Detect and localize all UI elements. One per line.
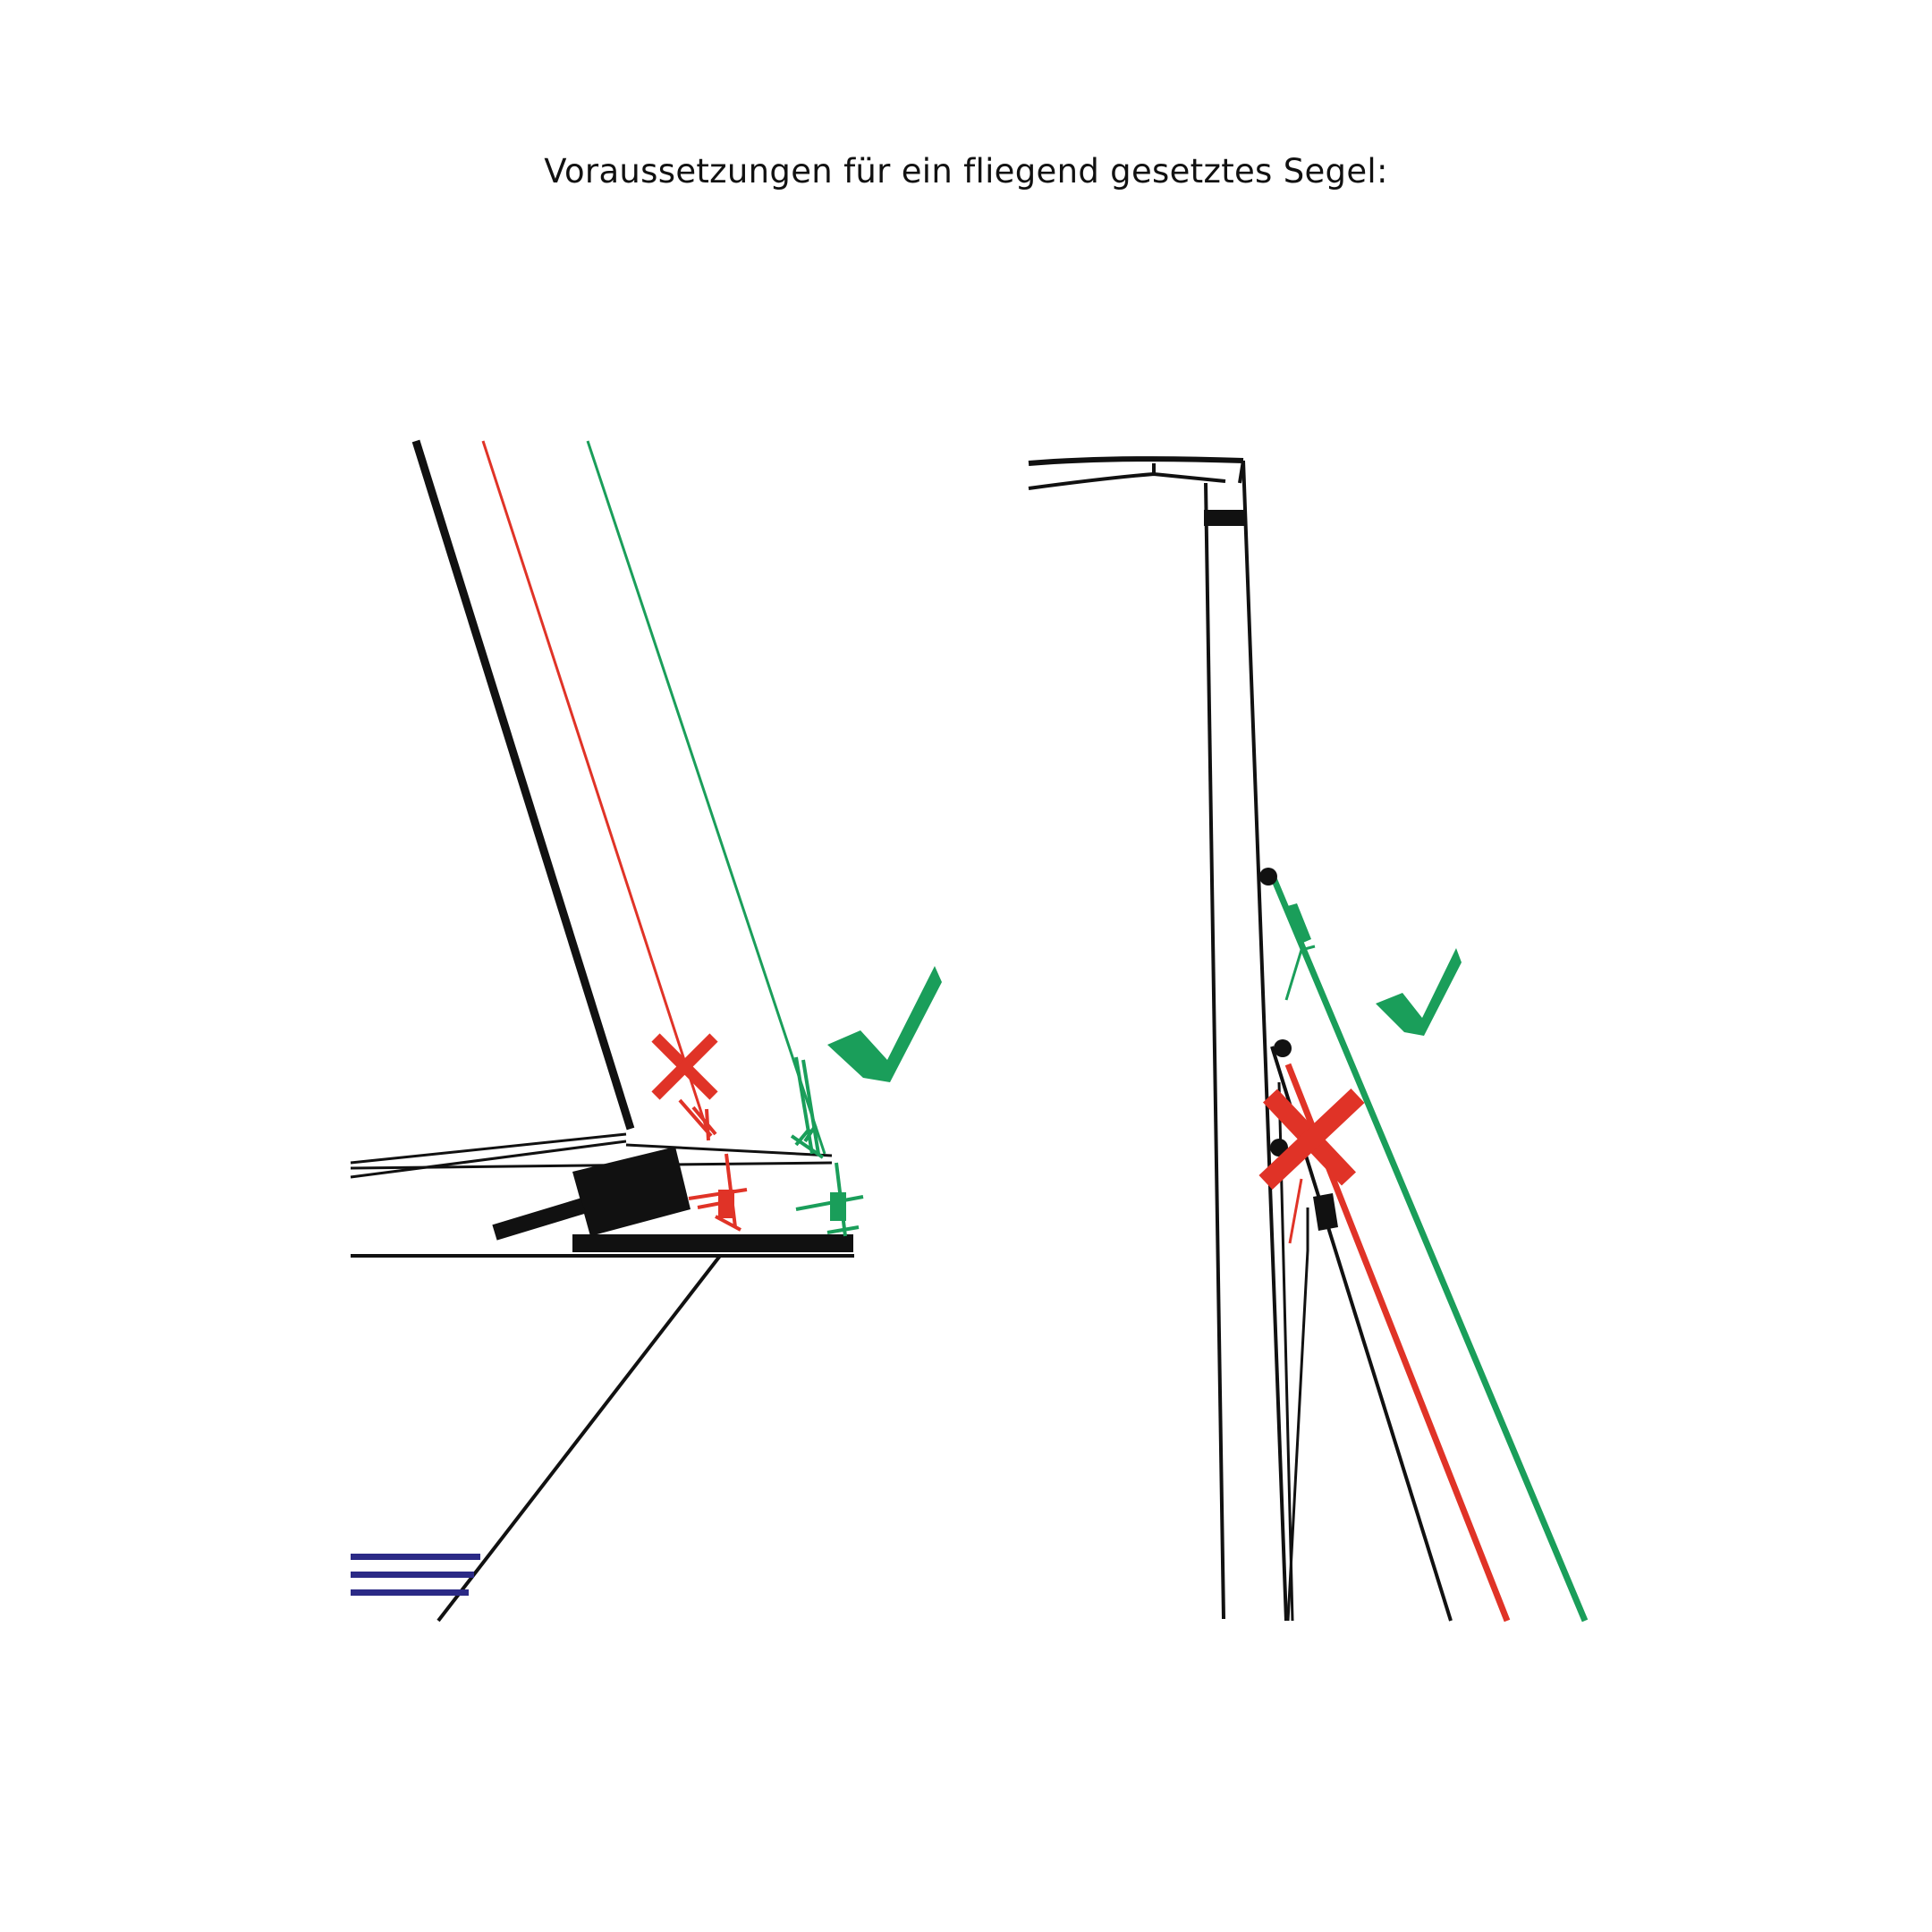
correct-halyard-line bbox=[586, 440, 826, 1155]
wrong-furler-fitting bbox=[678, 1098, 748, 1232]
sheave-dot bbox=[1274, 1039, 1292, 1057]
forestay-line bbox=[411, 439, 635, 1131]
mast-line bbox=[1241, 460, 1288, 1622]
check-mark-icon bbox=[827, 966, 942, 1082]
masthead-crane bbox=[1028, 471, 1226, 490]
bow-detail bbox=[350, 439, 942, 1623]
masthead-crane bbox=[1028, 456, 1244, 466]
correct-swivel bbox=[1284, 903, 1311, 945]
bow-plate bbox=[572, 1234, 853, 1252]
mast-band bbox=[1204, 510, 1245, 526]
lifeline bbox=[625, 1143, 833, 1157]
swivel-block bbox=[1313, 1193, 1338, 1231]
furler-drum bbox=[572, 1147, 691, 1236]
anchor-arm bbox=[492, 1198, 586, 1241]
mast-line bbox=[1204, 482, 1225, 1620]
correct-halyard-line bbox=[1270, 877, 1589, 1623]
cross-mark-icon bbox=[1258, 1088, 1365, 1191]
page-title: Voraussetzungen für ein fliegend gesetzt… bbox=[544, 152, 1388, 191]
correct-halyard-line bbox=[1284, 945, 1316, 1001]
stay-line bbox=[1286, 1208, 1309, 1622]
sheave-dot bbox=[1259, 868, 1277, 886]
cross-mark-icon bbox=[651, 1033, 718, 1100]
lifeline bbox=[350, 1132, 627, 1165]
stem-line bbox=[436, 1254, 722, 1623]
check-mark-icon bbox=[1376, 948, 1462, 1036]
correct-furler-fitting bbox=[790, 1056, 864, 1237]
water-lines bbox=[351, 1554, 480, 1596]
masthead-detail bbox=[1028, 456, 1589, 1623]
wrong-halyard-line bbox=[481, 440, 708, 1130]
wrong-halyard-line bbox=[1288, 1178, 1303, 1244]
lifeline bbox=[350, 1161, 833, 1170]
sheave-dot bbox=[1270, 1139, 1288, 1157]
lifeline bbox=[350, 1140, 627, 1179]
